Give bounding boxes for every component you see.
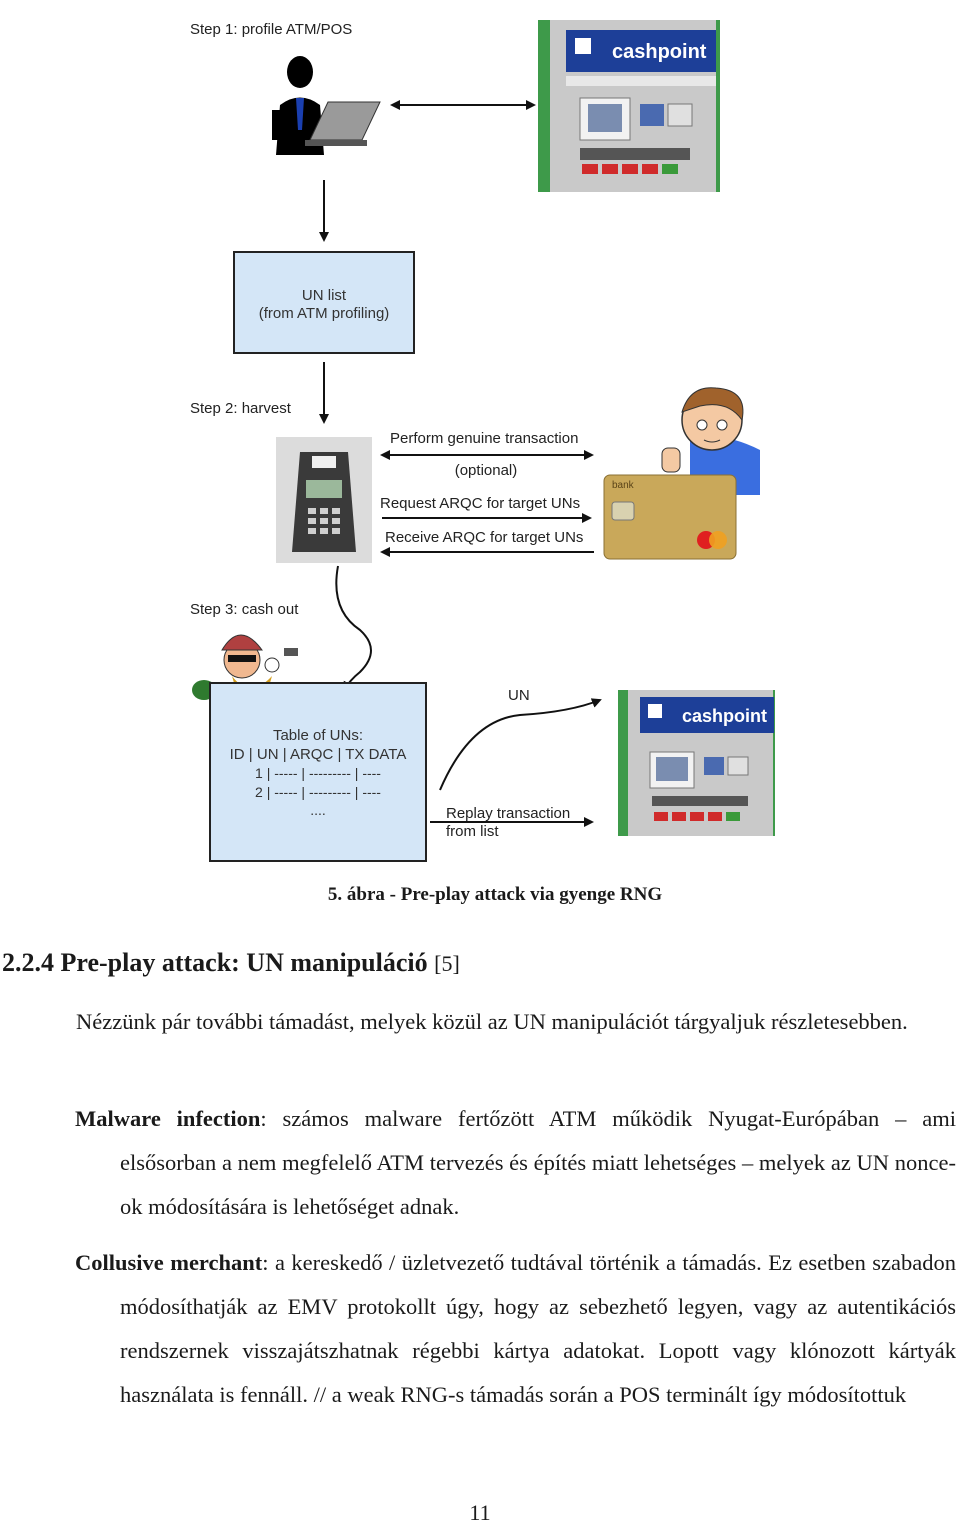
attacker-laptop-icon xyxy=(272,56,381,155)
section-reference: [5] xyxy=(434,951,460,976)
cardholder-icon xyxy=(661,387,760,495)
arrow-receive-label: Receive ARQC for target UNs xyxy=(385,529,583,546)
step1-label: Step 1: profile ATM/POS xyxy=(190,21,352,38)
table-of-uns-box: Table of UNs: ID | UN | ARQC | TX DATA 1… xyxy=(209,682,427,862)
bullet-collusive-term: Collusive merchant xyxy=(75,1250,263,1275)
table-ellipsis: .... xyxy=(310,802,326,818)
un-list-line2: (from ATM profiling) xyxy=(259,305,390,322)
bullet-collusive-text: : a kereskedő / üzletvezető tudtával tör… xyxy=(120,1250,957,1407)
table-row2: 2 | ----- | --------- | ---- xyxy=(255,784,381,800)
bullet-malware-text: : számos malware fertőzött ATM működik N… xyxy=(120,1106,956,1219)
arrow-perform-line1: Perform genuine transaction xyxy=(390,430,578,447)
replay-line1: Replay transaction xyxy=(446,805,570,822)
un-label: UN xyxy=(508,687,530,704)
bullet-malware: Malware infection: számos malware fertőz… xyxy=(75,1097,956,1229)
bullet-malware-term: Malware infection xyxy=(75,1106,261,1131)
arrow-request-label: Request ARQC for target UNs xyxy=(380,495,580,512)
figure-caption: 5. ábra - Pre-play attack via gyenge RNG xyxy=(327,884,663,905)
atm-machine-top: cashpoint xyxy=(538,20,720,192)
arrow-perform-line2: (optional) xyxy=(455,462,518,479)
un-list-box: UN list (from ATM profiling) xyxy=(233,251,415,354)
atm-brand-top: cashpoint xyxy=(612,41,707,63)
arrow-to-table xyxy=(335,565,372,692)
un-list-line1: UN list xyxy=(302,287,347,304)
intro-paragraph: Nézzünk pár további támadást, melyek köz… xyxy=(76,1009,908,1034)
atm-machine-bottom: cashpoint xyxy=(618,690,775,836)
table-header: ID | UN | ARQC | TX DATA xyxy=(230,746,407,763)
pre-play-attack-figure: Step 1: profile ATM/POS cashpoint UN lis… xyxy=(190,20,775,862)
step2-label: Step 2: harvest xyxy=(190,400,292,417)
section-heading-text: 2.2.4 Pre-play attack: UN manipuláció xyxy=(2,948,428,977)
section-heading: 2.2.4 Pre-play attack: UN manipuláció [5… xyxy=(2,948,460,978)
replay-line2: from list xyxy=(446,823,499,840)
table-title: Table of UNs: xyxy=(273,727,363,744)
arrow-un-curve xyxy=(439,698,602,791)
bank-card-icon: bank xyxy=(603,474,737,560)
page-number: 11 xyxy=(469,1500,491,1525)
bullet-collusive: Collusive merchant: a kereskedő / üzletv… xyxy=(75,1241,956,1417)
step3-label: Step 3: cash out xyxy=(190,601,299,618)
pos-terminal-icon xyxy=(276,437,372,563)
atm-brand-bottom: cashpoint xyxy=(682,706,767,726)
card-brand: bank xyxy=(612,480,635,491)
table-row1: 1 | ----- | --------- | ---- xyxy=(255,765,381,781)
